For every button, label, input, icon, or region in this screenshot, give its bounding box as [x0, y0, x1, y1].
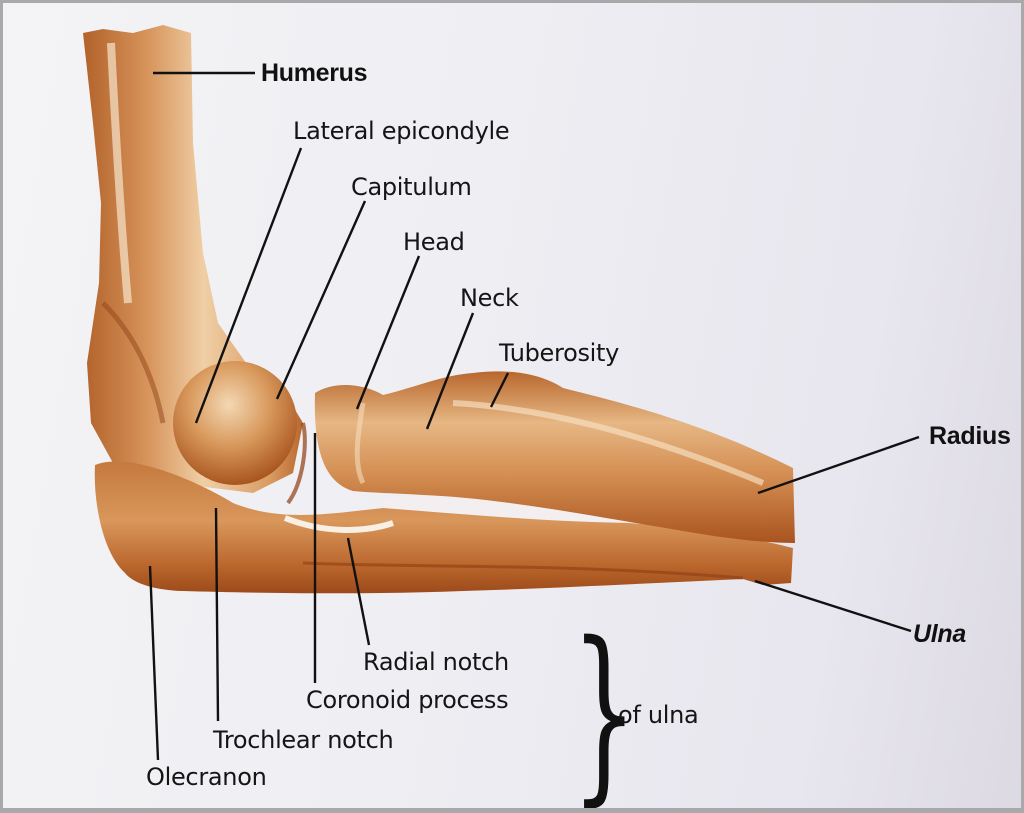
label-olecranon: Olecranon — [146, 763, 267, 791]
label-head: Head — [403, 228, 465, 256]
label-trochlear-notch: Trochlear notch — [213, 726, 394, 754]
capitulum-shape — [173, 361, 297, 485]
leader-lines — [148, 71, 920, 761]
label-coronoid-process: Coronoid process — [306, 686, 509, 714]
label-of-ulna: of ulna — [618, 701, 699, 729]
label-humerus: Humerus — [261, 59, 368, 87]
grouping-brace: } — [571, 602, 638, 813]
ulna-shape — [94, 461, 793, 594]
label-neck: Neck — [460, 284, 519, 312]
label-tuberosity: Tuberosity — [499, 339, 620, 367]
label-ulna: Ulna — [913, 620, 966, 648]
label-radial-notch: Radial notch — [363, 648, 509, 676]
elbow-illustration — [83, 25, 920, 761]
label-lateral-epicondyle: Lateral epicondyle — [293, 117, 510, 145]
radius-shape — [314, 371, 795, 543]
label-radius: Radius — [929, 422, 1011, 450]
label-capitulum: Capitulum — [351, 173, 472, 201]
